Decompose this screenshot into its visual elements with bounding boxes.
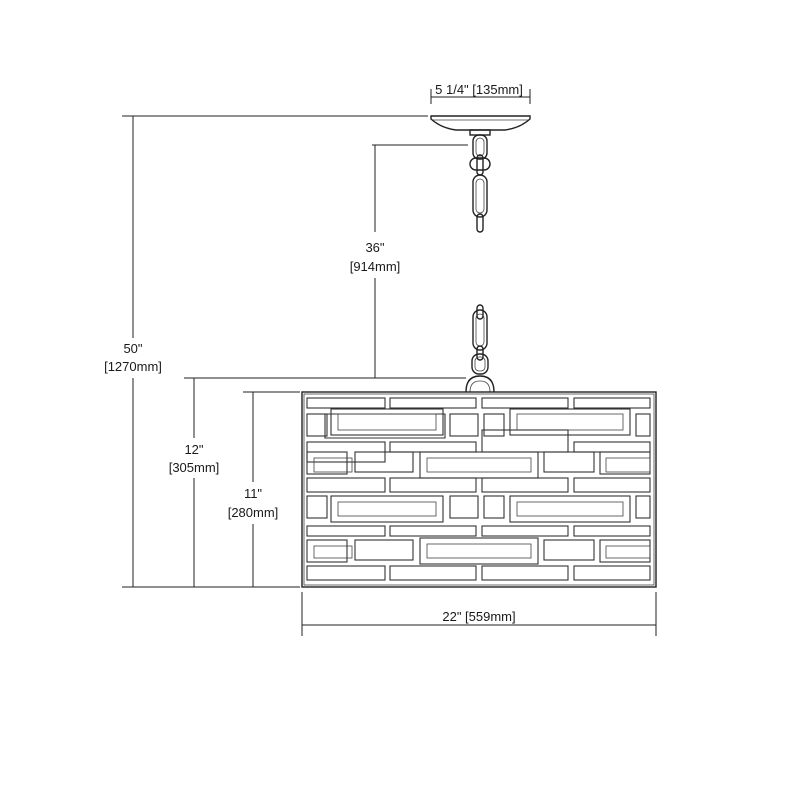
shade-height-total-metric: [305mm] [169,460,220,475]
upper-chain [469,134,491,233]
overall-height-imperial: 50" [123,341,142,356]
chain-length-imperial: 36" [365,240,384,255]
canopy-width-label: 5 1/4" [135mm] [435,82,523,97]
shade-width-label: 22" [559mm] [442,609,515,624]
drum-shade [301,391,657,588]
shade-height-metric: [280mm] [228,505,279,520]
shade-height-imperial: 11" [244,486,262,501]
chain-length-metric: [914mm] [350,259,401,274]
ceiling-canopy [430,115,531,136]
overall-height-metric: [1270mm] [104,359,162,374]
shade-height-total-imperial: 12" [184,442,203,457]
lower-chain [465,304,495,393]
dimension-lines [122,89,657,636]
